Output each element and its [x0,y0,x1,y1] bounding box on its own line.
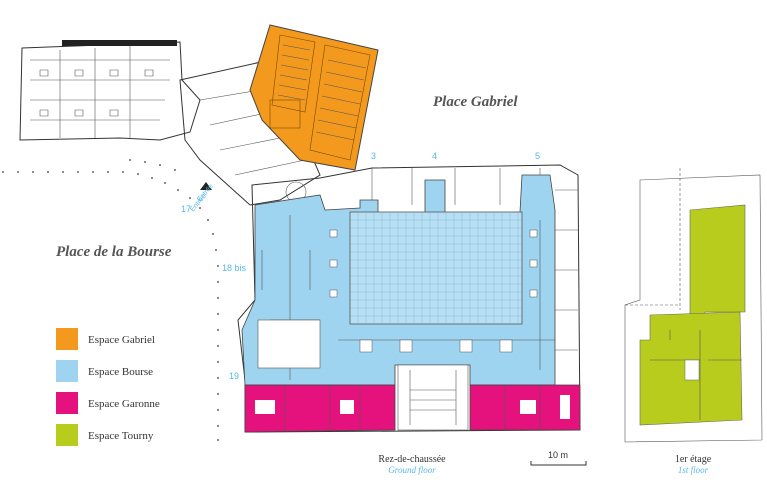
scale-bar: 10 m [530,450,587,466]
legend: Espace Gabriel Espace Bourse Espace Garo… [56,328,160,446]
scale-label: 10 m [548,450,568,460]
entry-19-label: 19 [229,371,239,381]
espace-garonne-area [244,384,581,433]
toilets-block [257,319,321,369]
espace-bourse-area [241,174,556,431]
entry-4-label: 4 [432,151,437,161]
first-floor-plan [624,168,763,443]
entry-18bis-label: 18 bis [222,263,247,273]
northwest-wing [19,40,201,141]
entry-3-label: 3 [371,151,376,161]
entry-17-label: 17 [181,204,191,214]
first-floor-title: 1er étage [675,454,712,465]
ground-floor-subtitle: Ground floor [388,465,436,475]
legend-swatch-bourse [56,360,78,382]
espace-gabriel-area [249,24,379,171]
entry-5-label: 5 [535,151,540,161]
central-staircase [397,364,469,431]
first-floor-subtitle: 1st floor [678,465,709,475]
legend-label-bourse: Espace Bourse [88,366,153,378]
place-bourse-label: Place de la Bourse [56,244,172,260]
place-gabriel-label: Place Gabriel [433,94,518,110]
legend-label-garonne: Espace Garonne [88,398,160,410]
dark-wall [62,40,177,46]
legend-swatch-garonne [56,392,78,414]
ground-floor-title: Rez-de-chaussée [378,454,446,465]
legend-swatch-tourny [56,424,78,446]
legend-label-tourny: Espace Tourny [88,430,154,442]
legend-label-gabriel: Espace Gabriel [88,334,155,346]
legend-swatch-gabriel [56,328,78,350]
entry-arrow-icon [200,182,212,190]
dotted-path [2,159,219,441]
